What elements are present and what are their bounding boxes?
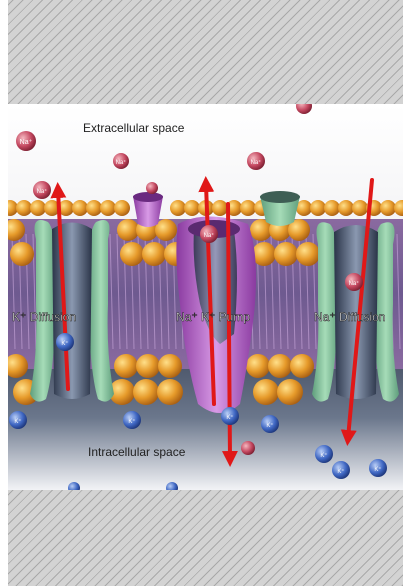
lipid-head — [338, 200, 354, 216]
sodium-ion: Na⁺ — [200, 225, 218, 243]
svg-text:K⁺: K⁺ — [337, 468, 344, 475]
svg-text:Na⁺: Na⁺ — [204, 232, 215, 239]
sodium-ion: Na⁺ — [247, 152, 265, 170]
zigzag-pattern-bottom — [8, 490, 403, 586]
na-k-pump-label: Na⁺ K⁺ Pump — [176, 310, 250, 324]
svg-text:K⁺: K⁺ — [14, 418, 21, 425]
lipid-head — [310, 200, 326, 216]
lipid-head — [114, 200, 130, 216]
lipid-head — [114, 354, 138, 378]
svg-text:K⁺: K⁺ — [128, 418, 135, 425]
lipid-head — [170, 200, 186, 216]
lipid-head — [120, 242, 144, 266]
lipid-head — [16, 200, 32, 216]
lipid-head — [136, 354, 160, 378]
potassium-ion: K⁺ — [9, 411, 27, 429]
lipid-head — [142, 242, 166, 266]
lipid-head — [277, 379, 303, 405]
k-diffusion-label: K⁺ Diffusion — [12, 310, 76, 324]
lipid-head — [240, 200, 256, 216]
svg-text:K⁺: K⁺ — [226, 414, 233, 421]
lipid-head — [212, 200, 228, 216]
potassium-ion: K⁺ — [123, 411, 141, 429]
sodium-ion: Na⁺ — [33, 181, 51, 199]
potassium-ion: K⁺ — [56, 333, 74, 351]
lipid-head — [10, 242, 34, 266]
lipid-head — [246, 354, 270, 378]
lipid-head — [158, 354, 182, 378]
lipid-head — [253, 379, 279, 405]
lipid-head — [252, 242, 276, 266]
sodium-ion — [241, 441, 255, 455]
potassium-ion: K⁺ — [332, 461, 350, 479]
lipid-head — [184, 200, 200, 216]
extracellular-space-label: Extracellular space — [83, 121, 185, 135]
lipid-head — [352, 200, 368, 216]
sodium-ion: Na⁺ — [113, 153, 129, 169]
sodium-ion — [146, 182, 158, 194]
svg-text:Na⁺: Na⁺ — [37, 188, 48, 195]
lipid-head — [274, 242, 298, 266]
lipid-head — [380, 200, 396, 216]
lipid-head — [100, 200, 116, 216]
svg-text:Na⁺: Na⁺ — [251, 159, 262, 166]
svg-text:K⁺: K⁺ — [320, 452, 327, 459]
svg-text:K⁺: K⁺ — [374, 466, 381, 473]
lipid-head — [324, 200, 340, 216]
potassium-ion: K⁺ — [261, 415, 279, 433]
membrane-transport-illustration: Extracellular space Intracellular space … — [8, 104, 403, 490]
zigzag-pattern-top — [8, 0, 403, 104]
lipid-head — [290, 354, 314, 378]
lipid-head — [117, 219, 139, 241]
sodium-ion: Na⁺ — [16, 131, 36, 151]
svg-text:K⁺: K⁺ — [266, 422, 273, 429]
small-green-protein-top — [260, 191, 300, 203]
lipid-head — [72, 200, 88, 216]
svg-text:Na⁺: Na⁺ — [116, 159, 127, 166]
lipid-head — [296, 242, 320, 266]
intracellular-space-label: Intracellular space — [88, 445, 186, 459]
lipid-head — [30, 200, 46, 216]
svg-text:Na⁺: Na⁺ — [349, 280, 360, 287]
potassium-ion: K⁺ — [221, 407, 239, 425]
small-purple-protein-top — [133, 192, 163, 202]
lipid-head — [133, 379, 159, 405]
lipid-head — [86, 200, 102, 216]
svg-text:K⁺: K⁺ — [61, 340, 68, 347]
lipid-head — [157, 379, 183, 405]
sodium-ion: Na⁺ — [345, 273, 363, 291]
lipid-head — [268, 354, 292, 378]
na-diffusion-label: Na⁺ Diffusion — [314, 310, 385, 324]
potassium-ion: K⁺ — [315, 445, 333, 463]
potassium-ion: K⁺ — [369, 459, 387, 477]
svg-text:Na⁺: Na⁺ — [20, 139, 33, 146]
